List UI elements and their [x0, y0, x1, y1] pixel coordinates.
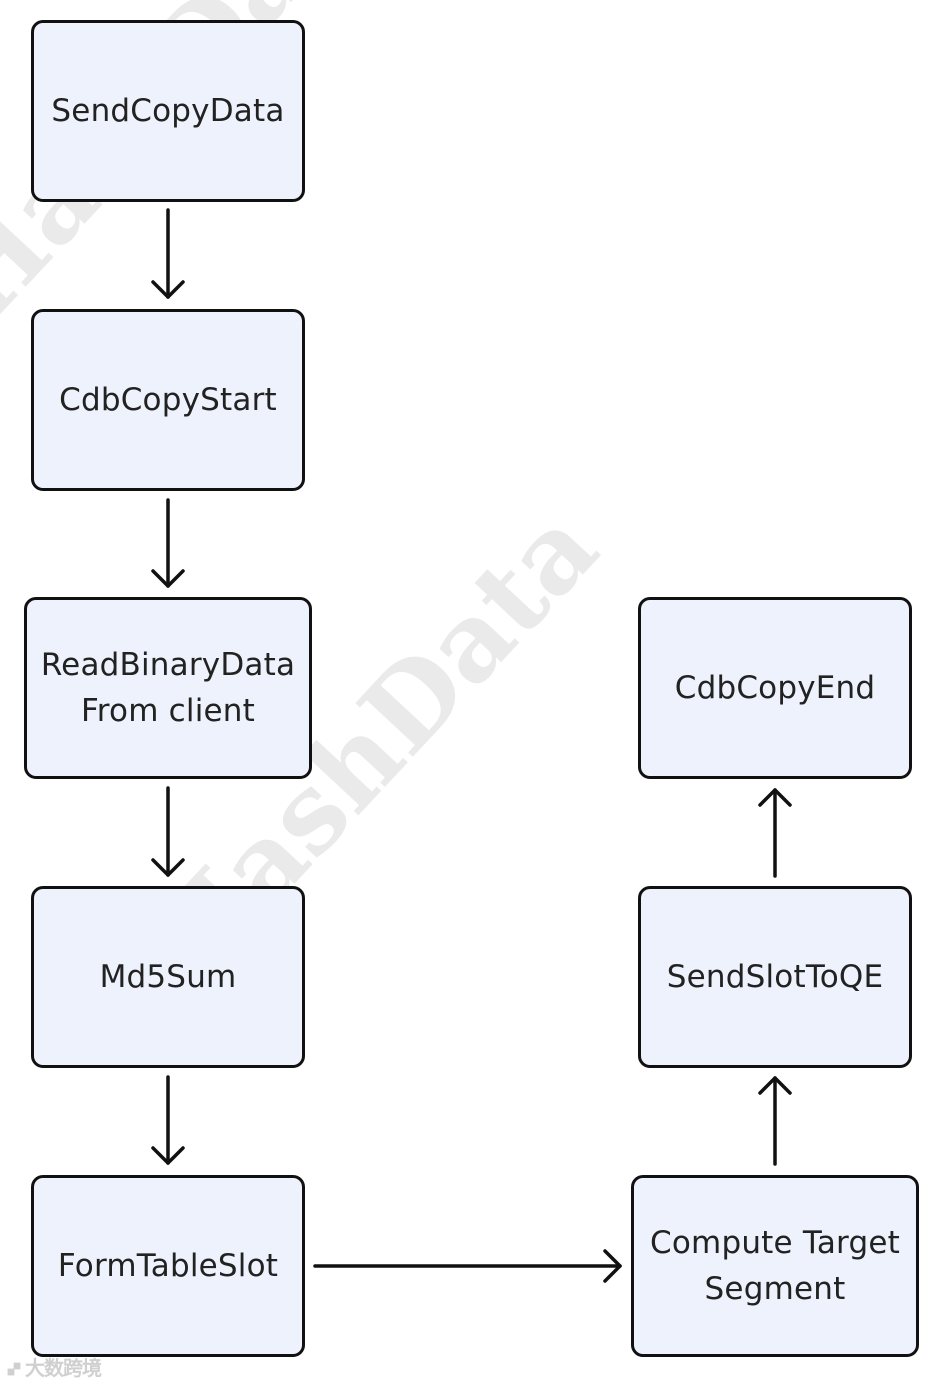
arrow-read-to-md5	[151, 786, 185, 877]
node-label: Md5Sum	[99, 959, 237, 995]
arrow-start-to-read	[151, 498, 185, 588]
node-label: CdbCopyEnd	[674, 670, 876, 706]
node-send-copy-data: SendCopyData	[31, 20, 305, 202]
node-form-table-slot: FormTableSlot	[31, 1175, 305, 1357]
node-label: FormTableSlot	[57, 1248, 279, 1284]
node-label: Compute Target Segment	[650, 1225, 900, 1307]
node-label: ReadBinaryData From client	[40, 647, 296, 729]
arrow-form-to-compute	[313, 1249, 622, 1283]
arrow-sendslot-to-end	[758, 788, 792, 878]
node-label: SendCopyData	[51, 93, 285, 129]
node-label: SendSlotToQE	[666, 959, 884, 995]
node-label: CdbCopyStart	[59, 382, 277, 418]
arrow-md5-to-form	[151, 1075, 185, 1165]
corner-watermark: 🙾 大数跨境	[8, 1356, 102, 1380]
node-cdb-copy-start: CdbCopyStart	[31, 309, 305, 491]
node-read-binary-data: ReadBinaryData From client	[24, 597, 312, 779]
node-compute-target-segment: Compute Target Segment	[631, 1175, 919, 1357]
node-cdb-copy-end: CdbCopyEnd	[638, 597, 912, 779]
node-send-slot-to-qe: SendSlotToQE	[638, 886, 912, 1068]
arrow-send-to-start	[151, 208, 185, 299]
arrow-compute-to-sendslot	[758, 1076, 792, 1166]
node-md5sum: Md5Sum	[31, 886, 305, 1068]
